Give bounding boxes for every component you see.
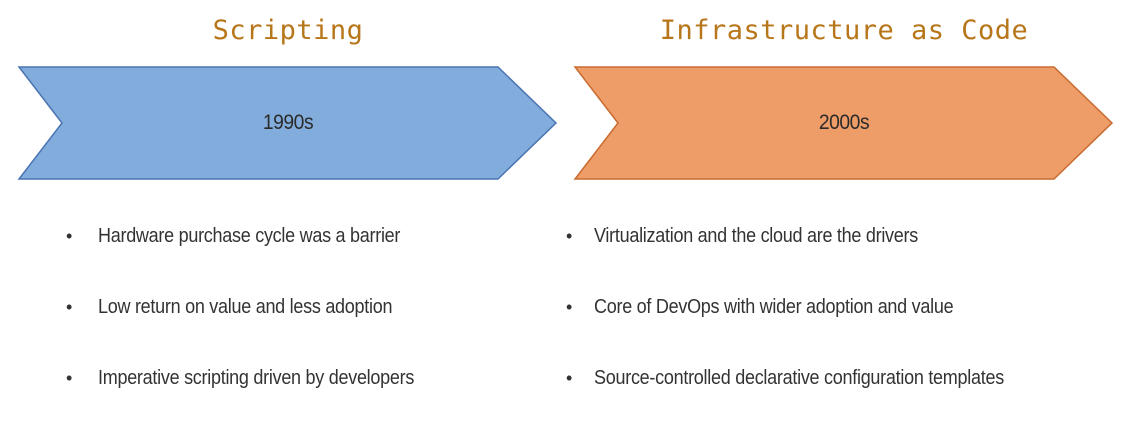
bullet-text: Virtualization and the cloud are the dri…	[594, 225, 918, 247]
list-item: • Core of DevOps with wider adoption and…	[566, 289, 1134, 325]
bullet-text: Low return on value and less adoption	[98, 296, 393, 318]
bullet-dot-icon: •	[565, 226, 572, 246]
bullet-list-scripting: • Hardware purchase cycle was a barrier …	[18, 218, 578, 431]
list-item: • Virtualization and the cloud are the d…	[566, 218, 1134, 254]
bullet-dot-icon: •	[65, 297, 72, 317]
list-item: • Hardware purchase cycle was a barrier	[18, 218, 578, 254]
chevron-iac: 2000s	[573, 66, 1114, 180]
bullet-text: Source-controlled declarative configurat…	[594, 367, 1004, 389]
bullet-dot-icon: •	[565, 297, 572, 317]
bullet-text: Hardware purchase cycle was a barrier	[98, 225, 401, 247]
era-label-1990s: 1990s	[262, 111, 314, 134]
list-item: • Imperative scripting driven by develop…	[18, 360, 578, 396]
list-item: • Low return on value and less adoption	[18, 289, 578, 325]
bullet-dot-icon: •	[65, 226, 72, 246]
stage-heading-scripting: Scripting	[212, 15, 364, 46]
stage-heading-iac: Infrastructure as Code	[659, 15, 1029, 46]
bullet-dot-icon: •	[565, 368, 572, 388]
chevron-shape-iac	[573, 66, 1114, 180]
bullet-text: Imperative scripting driven by developer…	[98, 367, 415, 389]
bullet-text: Core of DevOps with wider adoption and v…	[594, 296, 954, 318]
stage-infrastructure-as-code: Infrastructure as Code 2000s • Virtualiz…	[566, 0, 1114, 420]
bullet-dot-icon: •	[65, 368, 72, 388]
bullet-list-iac: • Virtualization and the cloud are the d…	[566, 218, 1134, 431]
chevron-shape-scripting	[17, 66, 558, 180]
chevron-scripting: 1990s	[17, 66, 558, 180]
list-item: • Source-controlled declarative configur…	[566, 360, 1134, 396]
era-label-2000s: 2000s	[818, 111, 870, 134]
stage-scripting: Scripting 1990s • Hardware purchase cycl…	[17, 0, 558, 420]
